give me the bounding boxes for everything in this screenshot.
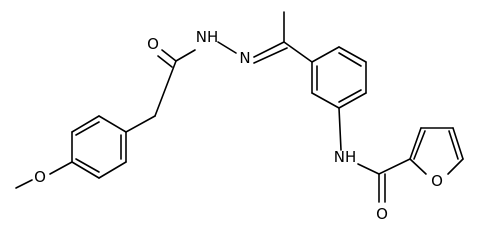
- bond: [217, 41, 237, 54]
- bond: [161, 49, 177, 62]
- bond: [338, 46, 367, 63]
- bond: [378, 158, 411, 175]
- bond: [157, 55, 173, 68]
- bond: [338, 52, 362, 67]
- bond: [75, 121, 100, 136]
- bond: [71, 115, 100, 133]
- bond: [283, 41, 313, 63]
- bonds: [15, 11, 464, 203]
- bond: [311, 92, 340, 109]
- bond: [253, 41, 285, 58]
- bond: [71, 161, 100, 179]
- bond: [338, 107, 342, 151]
- atom-label-o-furan: O: [431, 172, 443, 190]
- bond: [409, 158, 427, 175]
- bond: [253, 47, 288, 64]
- atom-label-nh-amide: NH: [334, 148, 357, 166]
- bond: [98, 115, 127, 133]
- bond: [448, 130, 459, 160]
- bond: [452, 127, 464, 160]
- bond: [154, 60, 177, 117]
- molecule-structure-diagram: O NH N O NH O O: [15, 11, 464, 223]
- bond: [98, 161, 127, 179]
- bond: [175, 49, 196, 62]
- atom-label-o-carbonyl-hydrazide: O: [147, 35, 159, 53]
- bond: [75, 158, 100, 173]
- atom-label-nh-hydrazide: NH: [196, 28, 219, 46]
- bond: [311, 46, 340, 63]
- bond: [357, 163, 380, 175]
- bond: [413, 130, 426, 160]
- bond: [447, 158, 464, 175]
- bond: [15, 179, 33, 189]
- bond: [409, 127, 422, 160]
- bond: [338, 89, 362, 103]
- bond: [338, 92, 367, 109]
- atom-labels: O NH N O NH O O: [34, 28, 443, 223]
- atom-label-o-carbonyl-amide: O: [376, 205, 388, 223]
- atom-label-n-imine: N: [239, 49, 250, 67]
- bond: [125, 115, 156, 133]
- bond: [49, 161, 73, 175]
- atom-label-o-methoxy: O: [34, 168, 46, 186]
